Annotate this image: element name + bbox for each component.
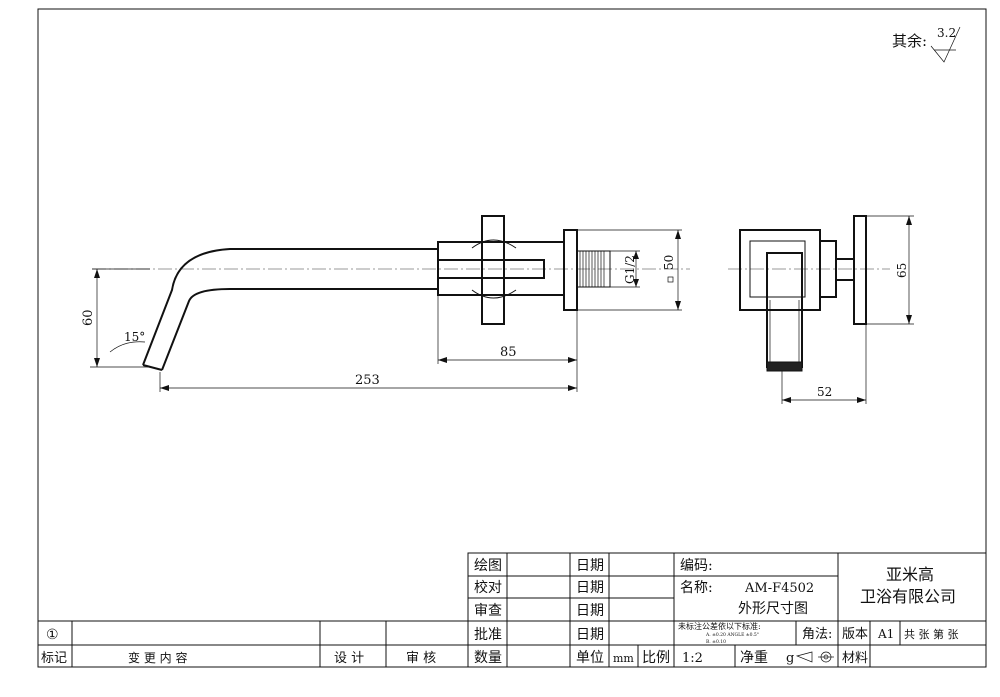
thread-lines [579, 251, 605, 287]
tb-company-line1: 亚米高 [886, 565, 934, 584]
cross-handle-horizontal [437, 259, 545, 279]
square-symbol [667, 276, 674, 283]
side-handle [853, 215, 867, 325]
roughness-value: 3.2 [937, 26, 956, 40]
dim-85-label: 85 [500, 345, 517, 360]
tb-date-2: 日期 [576, 580, 604, 596]
tb-sheets: 共 张 第 张 [904, 627, 959, 641]
dim-253-label: 253 [355, 373, 380, 388]
tb-date-4: 日期 [576, 627, 604, 643]
cross-handle-vertical [481, 215, 505, 325]
aerator [766, 361, 803, 372]
side-stem [835, 258, 855, 281]
side-plate [739, 229, 821, 311]
tb-name-value: AM-F4502 [744, 581, 814, 596]
front-view: 60 15° 253 85 G1/2 50 [81, 215, 690, 392]
sheet-border [37, 8, 987, 668]
tb-tolerance-title: 未标注公差依以下标准: [678, 621, 761, 631]
tb-date-1: 日期 [576, 558, 604, 574]
tb-angle-method: 角法: [802, 627, 832, 642]
rev-audit: 审 核 [406, 651, 436, 666]
tb-scale-value: 1:2 [682, 651, 703, 666]
rev-change-content: 变 更 内 容 [128, 650, 187, 665]
spout-outer [142, 248, 438, 366]
tb-date-3: 日期 [576, 603, 604, 619]
rev-mark: 标记 [41, 651, 67, 666]
dim-50-label: 50 [662, 255, 676, 270]
dim-g12-label: G1/2 [623, 255, 637, 284]
projection-symbol-icon [795, 651, 834, 663]
rev-marker: ① [46, 627, 59, 643]
tb-draw: 绘图 [474, 558, 502, 574]
tb-tolerance-line1: A. ±0.20 ANGLE ±0.5° [705, 632, 759, 638]
tb-company-line2: 卫浴有限公司 [860, 587, 956, 606]
tb-version: 版本 [842, 627, 868, 642]
dim-65-label: 65 [895, 263, 909, 278]
tb-tolerance-line2: B. ±0.10 [706, 639, 726, 645]
tb-check: 校对 [474, 579, 502, 596]
tb-scale: 比例 [642, 650, 670, 666]
roughness-symbol: 其余: 3.2 [892, 26, 961, 63]
wall-plate [563, 229, 578, 311]
angle-15-label: 15° [124, 330, 145, 344]
valve-body [437, 241, 565, 296]
dim-60-label: 60 [81, 309, 96, 326]
tb-approve: 批准 [474, 627, 502, 643]
side-view: 65 52 [728, 215, 914, 404]
roughness-label: 其余: [892, 32, 927, 50]
revision-block: ① 标记 变 更 内 容 设 计 审 核 [37, 620, 469, 668]
title-block: 绘图 校对 审查 批准 数量 日期 日期 日期 日期 单位 mm 比例 1:2 … [467, 552, 987, 668]
tb-material: 材料 [842, 651, 868, 666]
tb-code-label: 编码: [680, 558, 713, 574]
rev-design: 设 计 [334, 651, 364, 666]
threaded-shank [576, 250, 611, 288]
tb-version-value: A1 [877, 627, 894, 641]
tb-quantity: 数量 [474, 650, 502, 666]
tb-unit-value: mm [613, 652, 634, 665]
spout-inner [161, 288, 438, 371]
angle-arc [109, 341, 146, 353]
tb-weight-unit: g [786, 651, 794, 666]
tb-name-label: 名称: [680, 580, 713, 596]
tb-drawing-title: 外形尺寸图 [738, 601, 808, 617]
tb-review: 审查 [474, 603, 502, 619]
dim-52-label: 52 [817, 385, 832, 399]
tb-unit: 单位 [576, 650, 604, 666]
tb-net-weight: 净重 [740, 650, 768, 666]
